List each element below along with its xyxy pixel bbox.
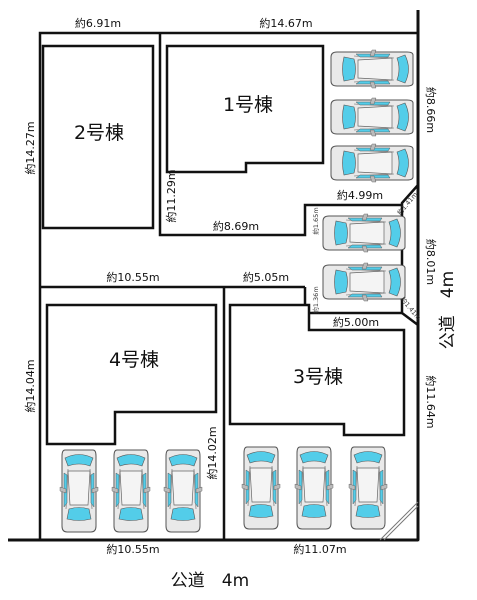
car-icon [59,449,99,533]
building-3 [228,303,406,437]
car-icon [330,143,414,183]
dim-left-upper: 約14.27m [23,121,37,174]
road-label-south: 公道 4m [171,571,249,591]
dim-bottom-left: 約10.55m [106,542,159,556]
dim-top-left: 約6.91m [75,16,121,30]
dim-notch-lower-small: 約1.36m [311,286,320,313]
dim-notch-diag-upper: 約1.41m [395,190,419,217]
road-label-east: 公道 4m [438,271,458,349]
corner-cut-line [379,501,419,541]
dim-top-right: 約14.67m [259,16,312,30]
car-icon [294,446,334,530]
dim-lot1-bottom: 約8.69m [213,219,259,233]
car-icon [330,49,414,89]
car-icon [241,446,281,530]
building-1 [165,44,325,174]
dim-mid-right: 約5.05m [243,270,289,284]
building-2 [41,44,155,230]
car-icon [163,449,203,533]
dim-right-middle: 約8.01m [424,239,438,285]
dim-notch-upper: 約4.99m [337,188,383,202]
car-icon [322,262,406,302]
building-3-label: 3号棟 [293,366,343,388]
car-icon [322,213,406,253]
dim-left-lower: 約14.04m [23,359,37,412]
car-icon [111,449,151,533]
building-4 [45,303,218,446]
dim-notch-upper-small: 約1.65m [311,207,320,234]
car-icon [348,446,388,530]
car-icon [330,97,414,137]
corner-cut-line [383,505,419,541]
building-2-label: 2号棟 [74,122,124,144]
dim-bottom-right: 約11.07m [293,542,346,556]
dim-right-lower: 約11.64m [424,375,438,428]
dim-mid-vertical-lower: 約14.02m [205,426,219,479]
lot-line-1 [158,33,402,237]
building-1-label: 1号棟 [223,94,273,116]
dim-notch-lower: 約5.00m [333,315,379,329]
dim-right-upper: 約8.66m [424,87,438,133]
dim-mid-left: 約10.55m [106,270,159,284]
building-4-label: 4号棟 [109,349,159,371]
dim-mid-vertical-upper: 約11.29m [164,169,178,222]
